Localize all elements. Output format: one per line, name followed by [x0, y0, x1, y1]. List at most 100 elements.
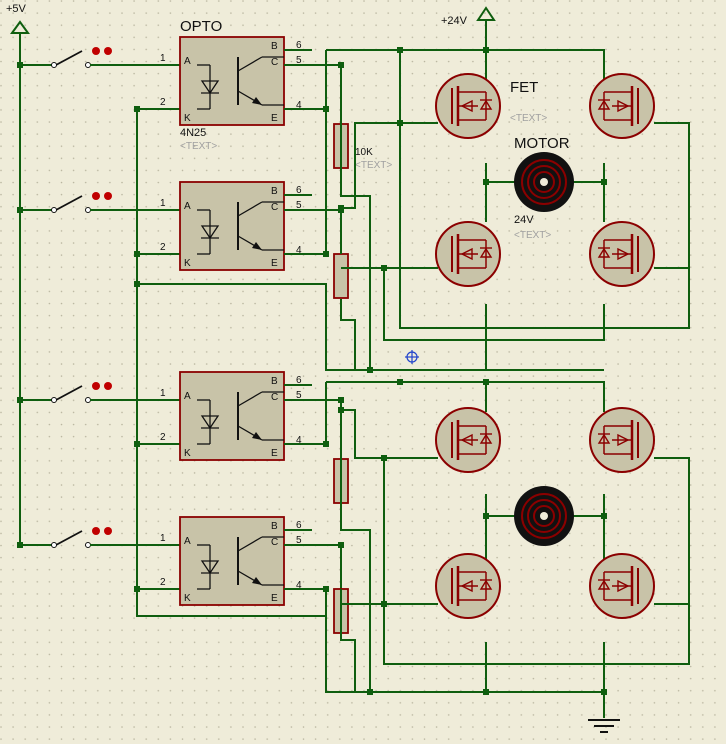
switch-led-icon[interactable] [104, 47, 112, 55]
pin-1-label: 1 [160, 533, 166, 544]
pin-b-label: B [271, 41, 278, 52]
switch-led-icon[interactable] [104, 192, 112, 200]
pin-e-label: E [271, 448, 278, 459]
pin-b-label: B [271, 521, 278, 532]
pin-e-label: E [271, 113, 278, 124]
bus-wire [340, 299, 356, 370]
switch-lever[interactable] [55, 50, 83, 66]
switch-led-icon[interactable] [92, 47, 100, 55]
switch-contact [51, 62, 57, 68]
optocoupler-body[interactable] [179, 516, 285, 606]
motor-text-placeholder: <TEXT> [514, 230, 551, 241]
mosfet-arrow-icon [617, 433, 630, 447]
body-diode-icon [479, 99, 493, 110]
motor-m2[interactable] [514, 486, 574, 546]
pin-c-label: C [271, 392, 278, 403]
emitter-arrow-icon [252, 432, 262, 440]
pin-6-label: 6 [296, 40, 302, 51]
junction-dot [134, 586, 140, 592]
switch-led-icon[interactable] [92, 192, 100, 200]
junction-dot [17, 62, 23, 68]
switch-lever[interactable] [55, 530, 83, 546]
optocoupler-body[interactable] [179, 181, 285, 271]
junction-dot [338, 397, 344, 403]
emitter-arrow-icon [252, 97, 262, 105]
mosfet-q3[interactable] [435, 221, 501, 287]
mosfet-q6[interactable] [589, 407, 655, 473]
resistor-value: 10K [355, 147, 373, 158]
motor-label: MOTOR [514, 135, 570, 152]
optocoupler-body[interactable] [179, 371, 285, 461]
junction-dot [17, 542, 23, 548]
bus-wire [340, 589, 356, 692]
switch-lever[interactable] [55, 385, 83, 401]
motor-shaft-icon [540, 512, 548, 520]
resistor-text-placeholder: <TEXT> [355, 160, 392, 171]
pin-e-label: E [271, 593, 278, 604]
plus-5v-label: +5V [6, 3, 27, 15]
junction-dot [338, 407, 344, 413]
mosfet-q7[interactable] [435, 553, 501, 619]
junction-dot [338, 542, 344, 548]
led-diode-icon [200, 415, 220, 430]
pin-a-label: A [184, 536, 191, 547]
switch-contact [85, 397, 91, 403]
mosfet-q2[interactable] [589, 73, 655, 139]
switch-contact [85, 62, 91, 68]
led-diode-icon [200, 560, 220, 575]
pin-4-label: 4 [296, 580, 302, 591]
switch-led-icon[interactable] [92, 382, 100, 390]
pin-4-label: 4 [296, 245, 302, 256]
switch-led-icon[interactable] [92, 527, 100, 535]
switch-contact [51, 397, 57, 403]
junction-dot [338, 205, 344, 211]
junction-dot [17, 207, 23, 213]
switch-led-icon[interactable] [104, 382, 112, 390]
pin-k-label: K [184, 448, 191, 459]
mosfet-q4[interactable] [589, 221, 655, 287]
bus-wire [341, 409, 384, 459]
pin-c-label: C [271, 202, 278, 213]
mosfet-q8[interactable] [589, 553, 655, 619]
pin-k-label: K [184, 593, 191, 604]
mosfet-arrow-icon [460, 247, 473, 261]
mosfet-q5[interactable] [435, 407, 501, 473]
opto-label: OPTO [180, 18, 222, 35]
pin-c-label: C [271, 57, 278, 68]
pin-1-label: 1 [160, 198, 166, 209]
collector-line [237, 201, 263, 217]
body-diode-icon [479, 433, 493, 444]
switch-led-icon[interactable] [104, 527, 112, 535]
mosfet-q1[interactable] [435, 73, 501, 139]
mosfet-arrow-icon [617, 579, 630, 593]
mosfet-arrow-icon [460, 579, 473, 593]
body-diode-icon [479, 579, 493, 590]
pin-b-label: B [271, 376, 278, 387]
optocoupler-body[interactable] [179, 36, 285, 126]
led-diode-icon [200, 80, 220, 95]
pin-a-label: A [184, 391, 191, 402]
motor-ring [527, 499, 561, 533]
motor-m1[interactable] [514, 152, 574, 212]
emitter-arrow-icon [252, 577, 262, 585]
switch-lever[interactable] [55, 195, 83, 211]
crosshair-icon[interactable] [405, 350, 419, 364]
junction-dot [134, 281, 140, 287]
mosfet-arrow-icon [460, 99, 473, 113]
pin-a-label: A [184, 201, 191, 212]
junction-dot [323, 106, 329, 112]
bus-wire [341, 122, 400, 209]
pin-2-label: 2 [160, 242, 166, 253]
junction-dot [338, 62, 344, 68]
pin-b-label: B [271, 186, 278, 197]
pin-2-label: 2 [160, 577, 166, 588]
pin-6-label: 6 [296, 520, 302, 531]
pin-6-label: 6 [296, 375, 302, 386]
body-diode-icon [479, 247, 493, 258]
mosfet-arrow-icon [617, 247, 630, 261]
resistor-10k[interactable] [333, 253, 349, 299]
